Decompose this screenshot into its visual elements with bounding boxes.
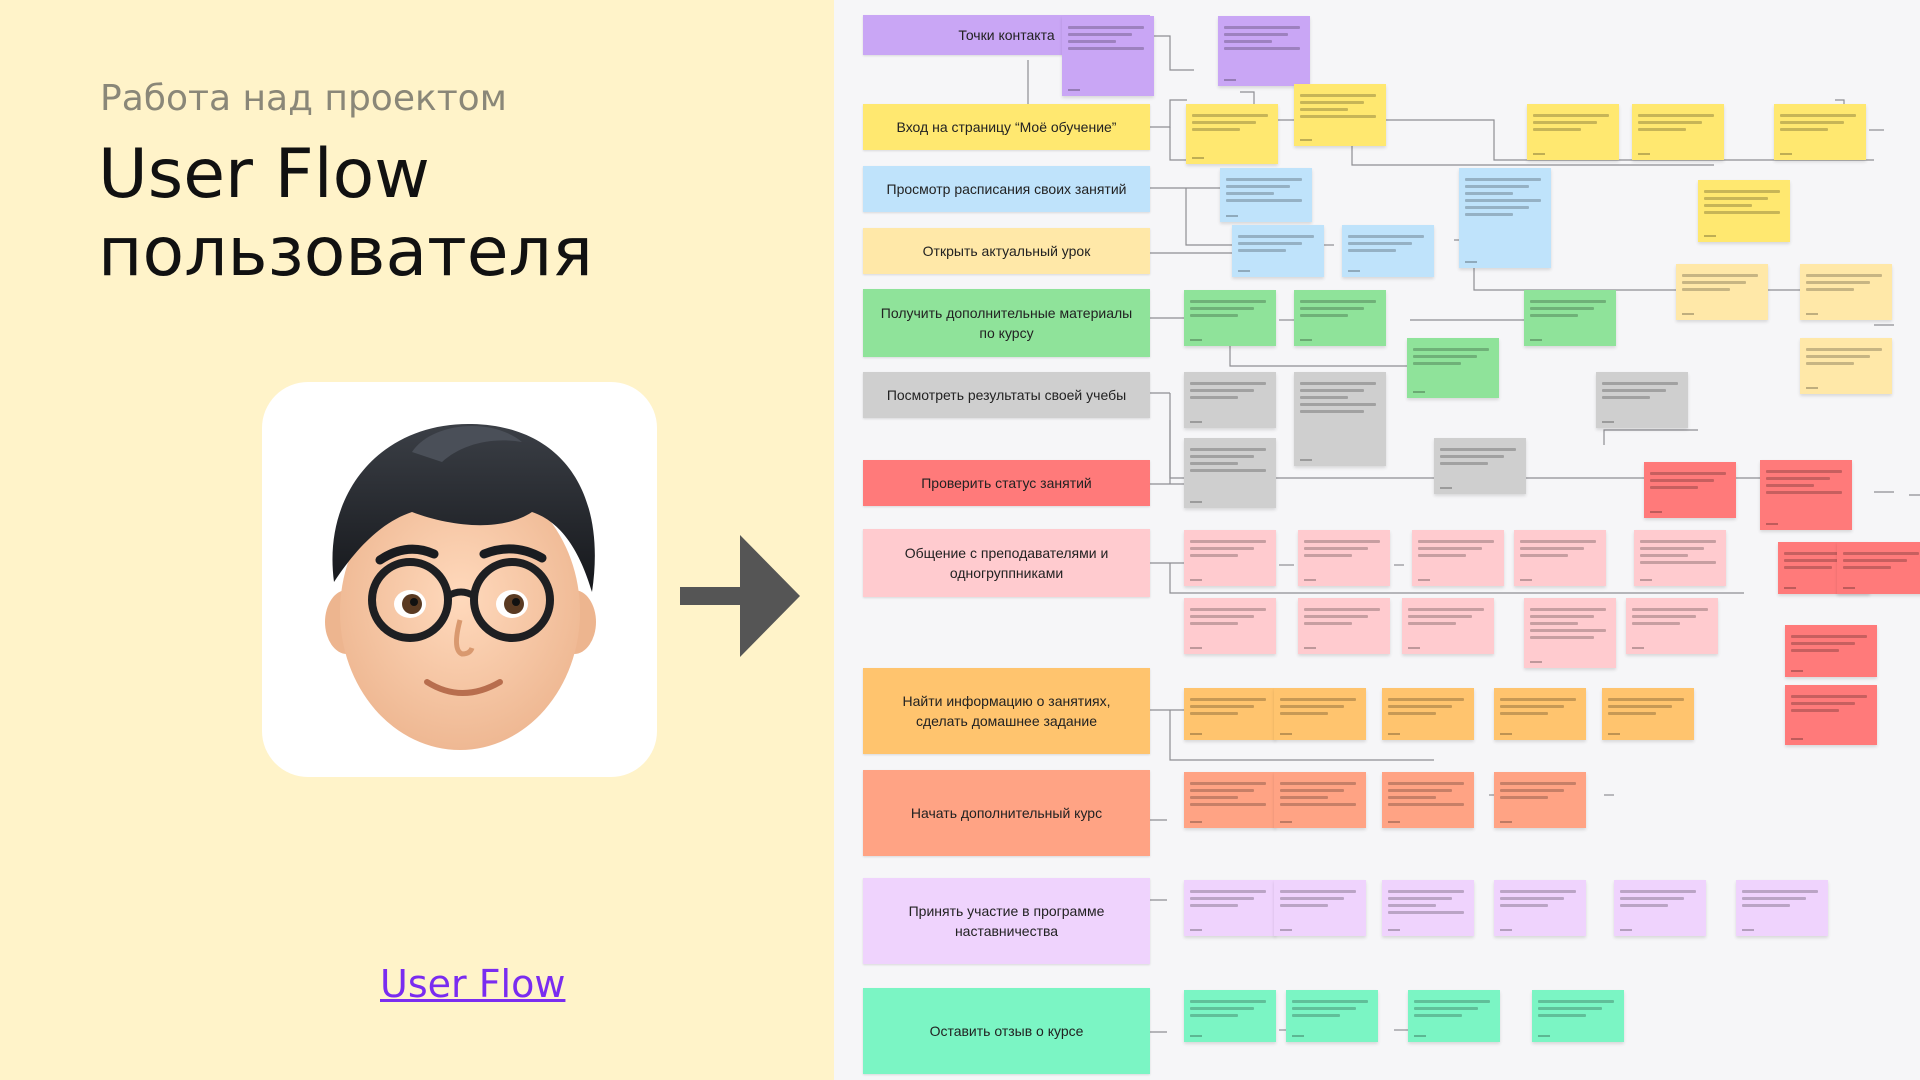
section-subtitle: Работа над проектом <box>100 78 507 119</box>
sticky-note[interactable] <box>1532 990 1624 1042</box>
sticky-note[interactable] <box>1524 598 1616 668</box>
category-check-status[interactable]: Проверить статус занятий <box>863 460 1150 506</box>
sticky-note[interactable] <box>1634 530 1726 586</box>
sticky-note[interactable] <box>1632 104 1724 160</box>
sticky-note[interactable] <box>1184 880 1276 936</box>
sticky-note[interactable] <box>1274 688 1366 740</box>
sticky-note[interactable] <box>1294 84 1386 146</box>
sticky-note[interactable] <box>1298 530 1390 586</box>
sticky-note[interactable] <box>1614 880 1706 936</box>
sticky-note[interactable] <box>1407 338 1499 398</box>
sticky-note[interactable] <box>1785 685 1877 745</box>
sticky-note[interactable] <box>1494 880 1586 936</box>
category-get-materials[interactable]: Получить дополнительные материалы по кур… <box>863 289 1150 357</box>
sticky-note[interactable] <box>1524 290 1616 346</box>
sticky-note[interactable] <box>1274 880 1366 936</box>
sticky-note[interactable] <box>1602 688 1694 740</box>
user-flow-link[interactable]: User Flow <box>380 962 566 1006</box>
sticky-note[interactable] <box>1184 598 1276 654</box>
sticky-note[interactable] <box>1837 542 1920 594</box>
category-start-extra-course[interactable]: Начать дополнительный курс <box>863 770 1150 856</box>
category-leave-review[interactable]: Оставить отзыв о курсе <box>863 988 1150 1074</box>
boy-avatar-icon <box>325 423 596 750</box>
category-login-my-learning[interactable]: Вход на страницу “Моё обучение” <box>863 104 1150 150</box>
sticky-note[interactable] <box>1274 772 1366 828</box>
sticky-note[interactable] <box>1800 264 1892 320</box>
right-arrow-icon <box>680 535 800 657</box>
sticky-note[interactable] <box>1298 598 1390 654</box>
category-view-schedule[interactable]: Просмотр расписания своих занятий <box>863 166 1150 212</box>
sticky-note[interactable] <box>1514 530 1606 586</box>
sticky-note[interactable] <box>1774 104 1866 160</box>
category-find-info-homework[interactable]: Найти информацию о занятиях, сделать дом… <box>863 668 1150 754</box>
sticky-note[interactable] <box>1408 990 1500 1042</box>
sticky-note[interactable] <box>1062 16 1154 96</box>
sticky-note[interactable] <box>1184 290 1276 346</box>
sticky-note[interactable] <box>1184 438 1276 508</box>
sticky-note[interactable] <box>1785 625 1877 677</box>
sticky-note[interactable] <box>1382 688 1474 740</box>
sticky-note[interactable] <box>1218 16 1310 86</box>
page-title: User Flow пользователя <box>98 135 593 292</box>
sticky-note[interactable] <box>1494 772 1586 828</box>
sticky-note[interactable] <box>1459 168 1551 268</box>
sticky-note[interactable] <box>1232 225 1324 277</box>
sticky-note[interactable] <box>1184 372 1276 428</box>
sticky-note[interactable] <box>1760 460 1852 530</box>
sticky-note[interactable] <box>1184 990 1276 1042</box>
sticky-note[interactable] <box>1382 880 1474 936</box>
sticky-note[interactable] <box>1644 462 1736 518</box>
sticky-note[interactable] <box>1527 104 1619 160</box>
category-view-results[interactable]: Посмотреть результаты своей учебы <box>863 372 1150 418</box>
sticky-note[interactable] <box>1434 438 1526 494</box>
category-communication[interactable]: Общение с преподавателями и одногруппник… <box>863 529 1150 597</box>
sticky-note[interactable] <box>1184 530 1276 586</box>
user-flow-board[interactable]: Точки контакта Вход на страницу “Моё обу… <box>834 0 1920 1080</box>
sticky-note[interactable] <box>1494 688 1586 740</box>
sticky-note[interactable] <box>1294 290 1386 346</box>
sticky-note[interactable] <box>1382 772 1474 828</box>
sticky-note[interactable] <box>1412 530 1504 586</box>
sticky-note[interactable] <box>1342 225 1434 277</box>
sticky-note[interactable] <box>1184 772 1276 828</box>
sticky-note[interactable] <box>1294 372 1386 466</box>
sticky-note[interactable] <box>1698 180 1790 242</box>
sticky-note[interactable] <box>1402 598 1494 654</box>
sticky-note[interactable] <box>1186 104 1278 164</box>
sticky-note[interactable] <box>1626 598 1718 654</box>
sticky-note[interactable] <box>1184 688 1276 740</box>
sticky-note[interactable] <box>1286 990 1378 1042</box>
avatar-card <box>262 382 657 777</box>
sticky-note[interactable] <box>1220 168 1312 222</box>
category-open-current-lesson[interactable]: Открыть актуальный урок <box>863 228 1150 274</box>
sticky-note[interactable] <box>1596 372 1688 428</box>
category-mentorship[interactable]: Принять участие в программе наставничест… <box>863 878 1150 964</box>
sticky-note[interactable] <box>1676 264 1768 320</box>
sticky-note[interactable] <box>1800 338 1892 394</box>
sticky-note[interactable] <box>1736 880 1828 936</box>
